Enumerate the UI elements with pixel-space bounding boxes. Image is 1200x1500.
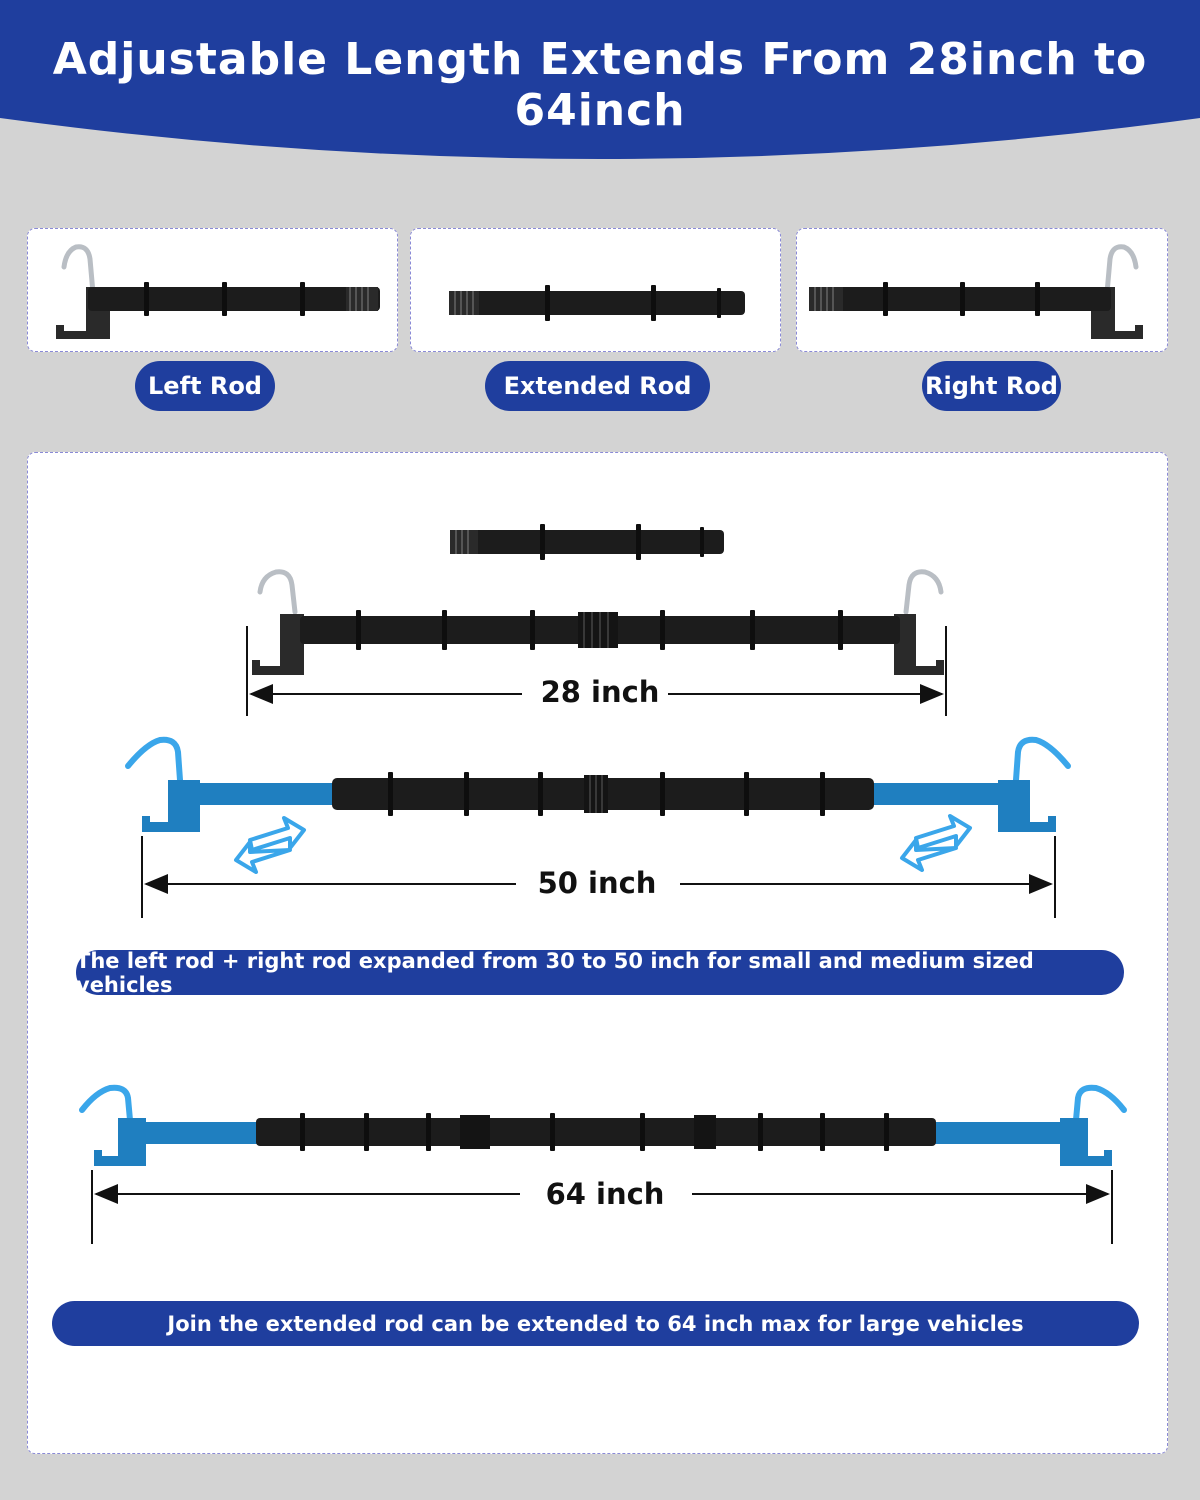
caption-50-inch: The left rod + right rod expanded from 3… [76,949,1124,997]
right-rod-label: Right Rod [922,361,1061,411]
rod-64-inch [79,1084,1127,1166]
dimension-line-28 [246,626,947,716]
hook-icon [1104,244,1139,296]
rod-50-inch [125,736,1071,832]
right-rod-image [809,244,1143,339]
length-label-50: 50 inch [537,866,657,900]
left-rod-image [56,244,380,339]
dimension-line-64 [91,1170,1113,1244]
length-label-64: 64 inch [545,1177,665,1211]
page-title: Adjustable Length Extends From 28inch to… [52,34,1148,136]
extended-rod-label: Extended Rod [485,361,710,411]
left-rod-label: Left Rod [135,361,275,411]
length-label-28: 28 inch [540,675,660,709]
header-banner [0,0,1200,159]
extended-rod-card [410,228,781,352]
rod-28-inch [252,569,944,675]
caption-64-inch: Join the extended rod can be extended to… [52,1301,1139,1346]
hook-icon [61,244,96,296]
left-rod-card [27,228,398,352]
right-rod-card [796,228,1168,352]
double-arrow-icon [234,816,306,874]
dimension-line-50 [141,836,1056,918]
extended-rod-image [449,285,745,321]
extended-rod-part [450,524,724,560]
double-arrow-icon [900,814,972,872]
